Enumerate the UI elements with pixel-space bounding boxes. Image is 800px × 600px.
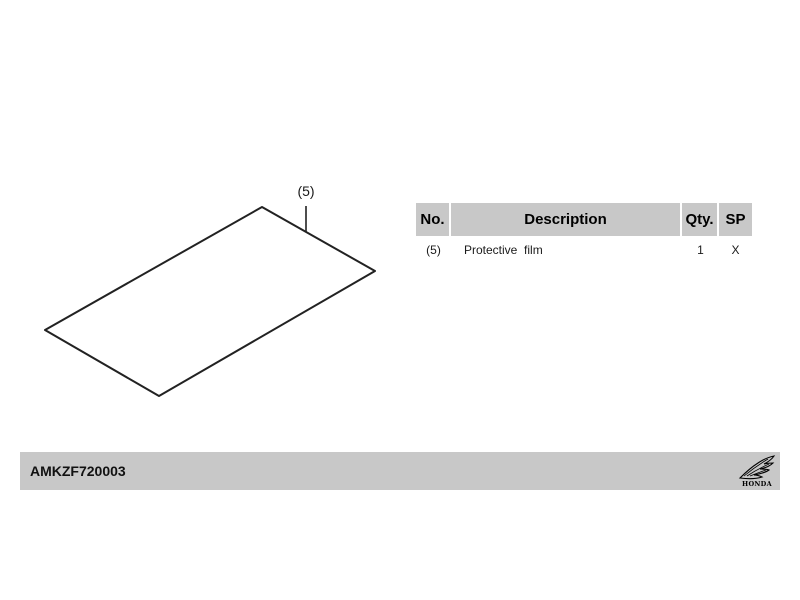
parts-table: No. Description Qty. SP (5) Protective f… (416, 203, 752, 264)
header-no: No. (416, 203, 451, 236)
footer-bar: AMKZF720003 HONDA (20, 452, 780, 490)
row-qty: 1 (697, 243, 704, 257)
row-no: (5) (426, 243, 441, 257)
honda-wing-icon (738, 455, 776, 480)
row-description: Protective film (464, 243, 543, 257)
parts-table-header-row: No. Description Qty. SP (416, 203, 752, 236)
honda-wordmark: HONDA (742, 480, 772, 488)
protective-film-outline (44, 206, 376, 397)
callout-label: (5) (297, 183, 315, 199)
header-description: Description (451, 203, 682, 236)
header-qty: Qty. (682, 203, 719, 236)
part-code: AMKZF720003 (30, 463, 126, 479)
row-sp: X (731, 243, 740, 257)
table-row: (5) Protective film 1 X (416, 236, 752, 264)
honda-logo: HONDA (738, 454, 776, 488)
header-sp: SP (719, 203, 752, 236)
